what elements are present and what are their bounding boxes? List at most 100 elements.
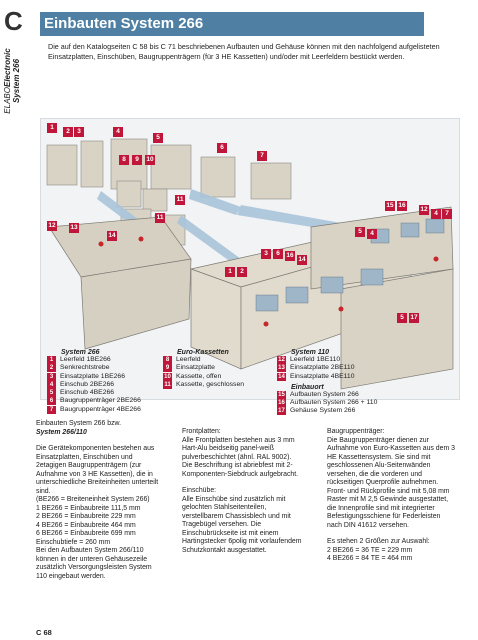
figure-badge: 5	[355, 227, 365, 237]
figure-badge: 12	[47, 221, 57, 231]
brand-electronic: Electronic	[3, 48, 12, 87]
legend-badge: 8	[163, 356, 172, 364]
legend-item: 5 Einschub 4BE266	[47, 389, 157, 398]
col-left-row: 1 BE266 = Einbaubreite 111,5 mm	[36, 504, 141, 512]
col-right-row: 4 BE266 = 84 TE = 464 mm	[327, 555, 413, 562]
col-left-line1: Einbauten System 266 bzw.	[36, 420, 122, 427]
col-mid-heading2: Einschübe:	[182, 487, 217, 494]
legend-title: System 110	[291, 349, 330, 356]
figure-badge: 8	[119, 155, 129, 165]
figure-badge: 17	[409, 313, 419, 323]
module-panel	[200, 156, 236, 198]
legend-label: Baugruppenträger 2BE266	[60, 397, 141, 405]
text-column-right: Baugruppenträger: Die Baugruppenträger d…	[327, 428, 455, 564]
control-knob	[138, 236, 144, 242]
figure-badge: 16	[397, 201, 407, 211]
chapter-letter: C	[4, 6, 23, 36]
figure-badge: 5	[397, 313, 407, 323]
legend-item: 3 Einsatzplatte 1BE266	[47, 372, 157, 381]
figure-badge: 9	[132, 155, 142, 165]
legend-label: Leerfeld 1BE110	[290, 356, 341, 363]
legend-label: Einsatzplatte 2BE110	[290, 364, 355, 372]
legend-label: Aufbauten System 266	[290, 390, 359, 398]
legend-item: 6 Baugruppenträger 2BE266	[47, 397, 157, 406]
col-left-tiefe: Einschubtiefe = 260 mm	[36, 538, 111, 546]
legend-label: Kassette, offen	[176, 372, 222, 380]
legend-label: Leerfeld 1BE266	[60, 356, 111, 363]
control-knob	[338, 306, 344, 312]
legend-badge: 12	[277, 356, 286, 364]
module-panel	[116, 180, 142, 208]
legend-label: Aufbauten System 266 + 110	[290, 399, 378, 407]
side-system: System 266	[12, 58, 21, 104]
col-mid-para2: Alle Einschübe sind zusätzlich mit geloc…	[182, 495, 302, 554]
figure-badge: 11	[155, 213, 165, 223]
legend-badge: 11	[163, 380, 172, 389]
console-shape	[340, 268, 454, 390]
legend-badge: 2	[47, 364, 56, 373]
legend-label: Einsatzplatte 4BE110	[290, 372, 355, 380]
text-column-left: Einbauten System 266 bzw. System 266/110…	[36, 420, 164, 581]
console-shape	[80, 258, 192, 350]
legend-item: 14 Einsatzplatte 4BE110	[277, 372, 387, 381]
col-left-para2: Bei den Aufbauten System 266/110 können …	[36, 547, 152, 580]
legend-label: Einsatzplatte 1BE266	[60, 372, 125, 380]
legend-badge: 14	[277, 372, 286, 381]
legend-label: Einschub 4BE266	[60, 389, 115, 397]
faceplate-detail	[285, 286, 309, 304]
legend-label: Einsatzplatte	[176, 364, 215, 372]
legend-badge: 13	[277, 364, 286, 373]
legend-item: 16 Aufbauten System 266 + 110	[277, 399, 387, 408]
module-panel	[150, 144, 192, 190]
legend-title: System 266	[61, 349, 100, 356]
page-title: Einbauten System 266	[40, 12, 424, 36]
module-panel	[46, 144, 78, 186]
faceplate-detail	[360, 268, 384, 286]
legend-badge: 6	[47, 397, 56, 406]
figure-badge: 14	[107, 231, 117, 241]
legend-item: 2 Senkrechtstrebe	[47, 364, 157, 373]
legend-badge: 1	[47, 356, 56, 364]
brand-elabo: ELABO	[3, 87, 12, 114]
legend-badge: 3	[47, 372, 56, 381]
legend-label: Senkrechtstrebe	[60, 364, 110, 372]
col-right-heading1: Baugruppenträger:	[327, 428, 385, 435]
legend-badge: 7	[47, 405, 56, 414]
faceplate-detail	[400, 222, 420, 238]
col-left-row: 2 BE266 = Einbaubreite 229 mm	[36, 513, 136, 520]
arrow-shape	[237, 205, 341, 231]
module-panel	[250, 162, 292, 200]
figure-badge: 10	[145, 155, 155, 165]
col-right-para2: Es stehen 2 Größen zur Auswahl:	[327, 538, 430, 545]
figure-badge: 1	[47, 123, 57, 133]
legend-title: Einbauort	[291, 383, 324, 391]
figure-badge: 4	[431, 209, 441, 219]
figure-badge: 12	[419, 205, 429, 215]
figure-badge: 4	[367, 229, 377, 239]
legend-badge: 16	[277, 399, 286, 408]
legend-label: Leerfeld	[176, 356, 201, 363]
figure-badge: 7	[442, 209, 452, 219]
legend-system-266: System 266 1 Leerfeld 1BE266 2 Senkrechtst…	[47, 349, 157, 414]
legend-item: 1 Leerfeld 1BE266	[47, 356, 157, 364]
figure-badge: 7	[257, 151, 267, 161]
arrow-shape	[189, 189, 241, 215]
legend-item: 13 Einsatzplatte 2BE110	[277, 364, 387, 373]
col-right-para1: Die Baugruppenträger dienen zur Aufnahme…	[327, 436, 455, 529]
legend-badge: 5	[47, 389, 56, 398]
page-number: C 68	[36, 628, 52, 637]
figure-badge: 6	[217, 143, 227, 153]
legend-badge: 4	[47, 380, 56, 389]
col-left-line2: System 266/110	[36, 428, 87, 436]
arrow-shape	[177, 215, 241, 265]
legend-item: 8 Leerfeld	[163, 356, 273, 364]
module-panel	[142, 188, 168, 212]
legend-label: Gehäuse System 266	[290, 407, 356, 415]
figure-badge: 2	[63, 127, 73, 137]
figure-badge: 16	[285, 251, 295, 261]
